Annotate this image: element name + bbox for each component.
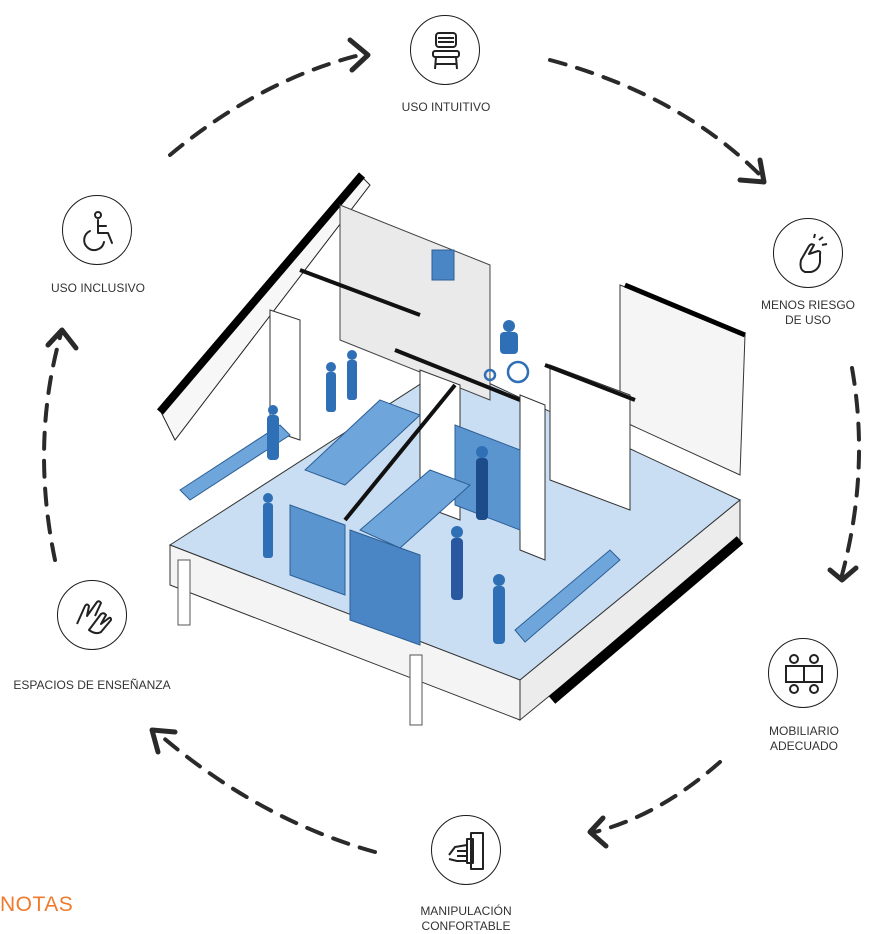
arrow-right (840, 366, 862, 577)
partition-top (299, 268, 421, 317)
roof-edge-left (156, 172, 366, 415)
arrow-top-left (168, 53, 362, 157)
label-mobiliario-2: ADECUADO (769, 739, 838, 753)
partition-top-right (544, 363, 636, 402)
arrowhead-top-right (737, 157, 767, 185)
label-espacios: ESPACIOS DE ENSEÑANZA (13, 678, 171, 692)
arrow-bottom-right (593, 760, 722, 834)
person-figures (263, 320, 518, 644)
column-left (177, 559, 191, 626)
partition-4 (549, 364, 631, 511)
label-uso-inclusivo: USO INCLUSIVO (50, 281, 146, 295)
blue-desks-right (359, 469, 471, 549)
partition-mid (394, 348, 521, 402)
column-center (409, 654, 423, 726)
hand-grip-icon (448, 832, 484, 870)
roof-edge-right (624, 282, 746, 338)
hand-badge (431, 815, 501, 885)
label-menos-riesgo-1: MENOS RIESGO (760, 298, 855, 312)
partition-1 (269, 309, 301, 441)
wheelchair-icon (83, 211, 113, 252)
furniture-table-icon (785, 654, 823, 694)
furniture-badge (768, 638, 838, 708)
back-wall-center (339, 204, 491, 401)
chair-badge (410, 15, 480, 85)
sign-language-icon (76, 600, 112, 635)
chair-icon (432, 32, 460, 70)
wheelchair (483, 360, 530, 384)
blue-panel-back (289, 504, 346, 596)
partition-3 (519, 394, 546, 561)
arrowhead-bottom-left (149, 727, 178, 755)
arrow-bottom-left (158, 733, 377, 854)
label-mobiliario-1: MOBILIARIO (768, 724, 839, 738)
notes-heading: NOTAS (0, 893, 74, 916)
arrowhead-left (45, 327, 79, 351)
partition-diag (343, 383, 457, 522)
arrow-top-right (548, 58, 762, 177)
touch-badge (773, 218, 843, 288)
computer-screen (431, 249, 455, 281)
arrowhead-bottom-right (587, 815, 609, 849)
wall-right-block (619, 284, 746, 476)
touch-gesture-icon (799, 233, 828, 273)
arrowhead-top (347, 37, 371, 73)
blue-desks-left (304, 399, 421, 486)
back-wall-left (159, 174, 371, 441)
arrow-left (42, 328, 64, 562)
blue-bench-right (514, 549, 621, 643)
blue-bench-left (179, 424, 291, 501)
label-manipulacion-1: MANIPULACIÓN (420, 904, 512, 918)
floor-edge-dark (548, 536, 744, 704)
sign-badge (57, 580, 127, 650)
label-menos-riesgo-2: DE USO (784, 313, 831, 327)
wheelchair-badge (62, 195, 132, 265)
label-uso-intuitivo: USO INTUITIVO (401, 100, 491, 114)
arrowhead-right (827, 565, 859, 583)
label-manipulacion-2: CONFORTABLE (421, 919, 511, 933)
